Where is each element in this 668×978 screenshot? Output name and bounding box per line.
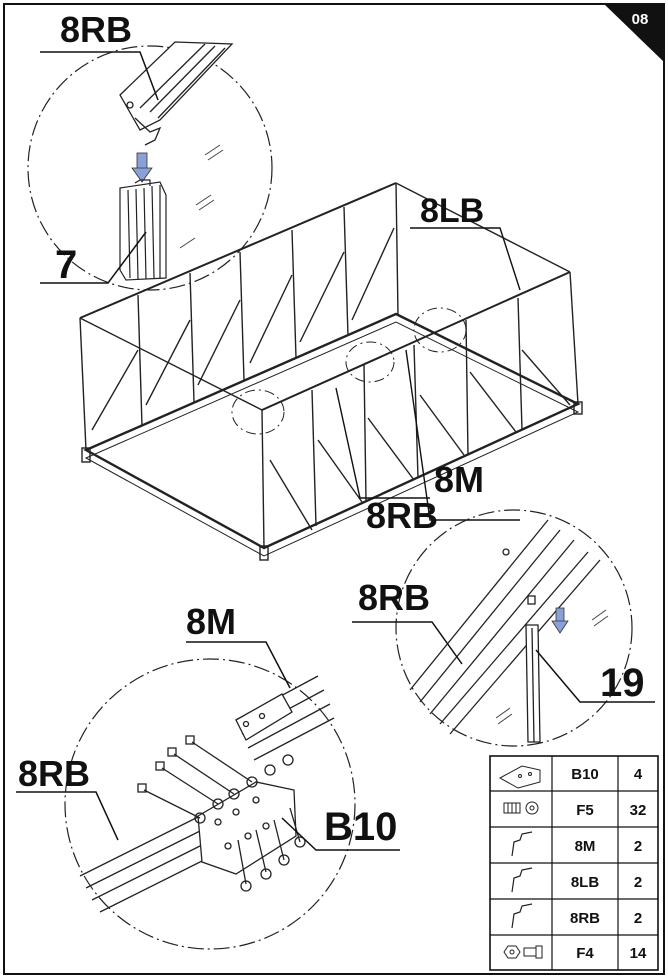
table-row: 8RB 2	[511, 903, 642, 929]
part-name: 8RB	[570, 910, 600, 927]
table-row: 8M 2	[511, 831, 642, 857]
detail-circle-bottom-left: 8M 8RB B10	[16, 601, 400, 950]
detail-circle-right: 8RB 19	[352, 509, 655, 747]
callout-8rb-center: 8RB	[366, 495, 438, 536]
part-name: F5	[576, 802, 594, 819]
bar-profile-icon	[511, 903, 533, 929]
part-name: 8LB	[571, 874, 600, 891]
callout-8rb-top: 8RB	[60, 9, 132, 50]
post-7	[119, 179, 167, 281]
page-number: 08	[632, 11, 649, 28]
table-row: F4 14	[503, 945, 647, 962]
part-qty: 2	[634, 910, 642, 927]
part-name: B10	[571, 766, 599, 783]
callout-8m-bottom: 8M	[186, 601, 236, 642]
callout-8lb: 8LB	[420, 192, 484, 230]
bracket-plate-icon	[498, 765, 541, 789]
parts-table: B10 4 F5 32 8M 2 8LB 2	[489, 755, 659, 971]
callout-7: 7	[55, 243, 77, 287]
bar-8rb-detail	[119, 41, 234, 146]
page-border	[3, 3, 665, 975]
callout-b10: B10	[324, 805, 397, 849]
down-arrow-icon	[551, 607, 569, 634]
table-row: 8LB 2	[511, 867, 642, 893]
part-name: F4	[576, 945, 594, 962]
part-qty: 2	[634, 874, 642, 891]
callout-19: 19	[600, 661, 645, 705]
page-number-tab: 08	[604, 4, 664, 62]
part-qty: 14	[630, 945, 647, 962]
nut-bolt-icon	[503, 945, 543, 959]
callout-8rb-right: 8RB	[358, 577, 430, 618]
callout-8rb-bottom: 8RB	[18, 753, 90, 794]
part-name: 8M	[575, 838, 596, 855]
part-qty: 4	[634, 766, 643, 783]
part-qty: 2	[634, 838, 642, 855]
bar-profile-icon	[511, 831, 533, 857]
part-qty: 32	[630, 802, 647, 819]
down-arrow-icon	[131, 152, 153, 183]
callout-8m-center: 8M	[434, 459, 484, 500]
bolt-washer-icon	[503, 801, 539, 815]
table-row: B10 4	[498, 765, 643, 789]
greenhouse-frame	[79, 182, 583, 561]
table-row: F5 32	[503, 801, 647, 819]
detail-circle-top-left: 8RB 7	[27, 9, 273, 291]
bar-profile-icon	[511, 867, 533, 893]
